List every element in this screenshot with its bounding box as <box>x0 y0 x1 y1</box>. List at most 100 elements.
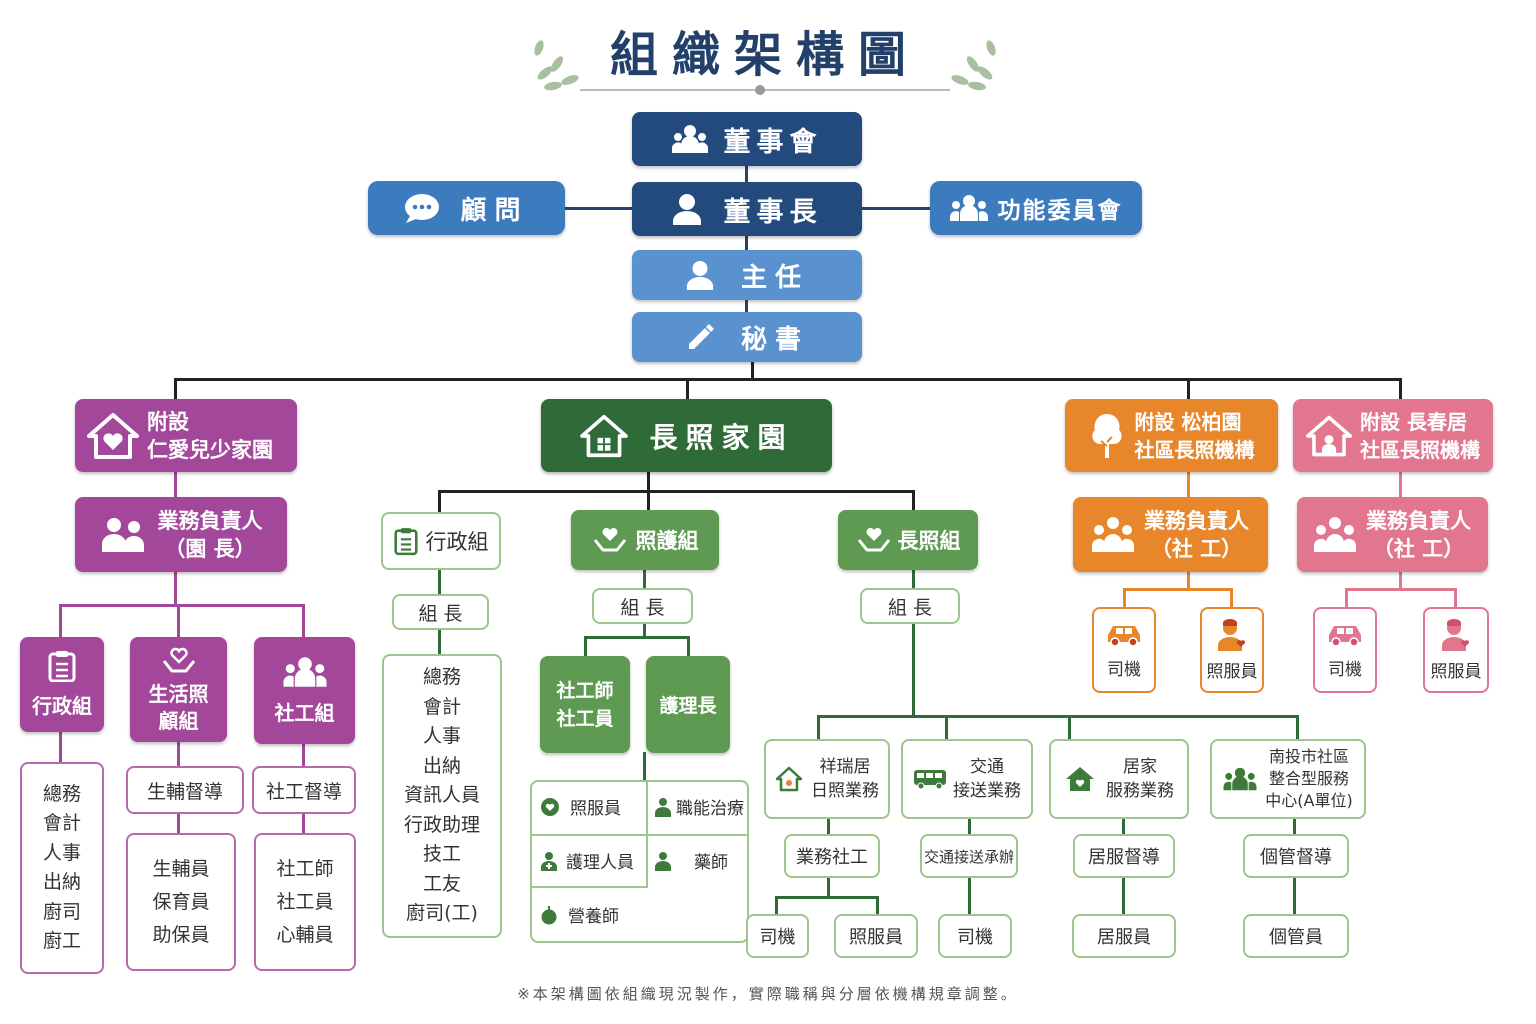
ltc-group[interactable]: 長照組 <box>838 510 978 570</box>
renai-life-lead[interactable]: 生輔督導 <box>126 766 244 814</box>
unit-transport-label-2: 接送業務 <box>953 781 1021 801</box>
people-icon <box>1092 516 1134 552</box>
list-item: 廚工 <box>42 930 81 952</box>
changchun-caregiver[interactable]: 照服員 <box>1423 607 1489 693</box>
changchun-driver[interactable]: 司機 <box>1313 607 1377 693</box>
laurel-icon <box>534 40 996 95</box>
heart-hands-icon <box>162 647 195 672</box>
pharmacist-icon <box>655 851 671 871</box>
list-item: 總務 <box>422 666 461 689</box>
unit-home-service-staff[interactable]: 居服員 <box>1072 914 1176 958</box>
changchun-node[interactable]: 附設 長春居 社區長照機構 <box>1293 399 1493 472</box>
unit-transport-driver[interactable]: 司機 <box>938 914 1012 958</box>
renai-life-label-1: 生活照 <box>148 681 209 706</box>
social-worker-label-2: 社工員 <box>556 707 614 730</box>
unit-transport-label-1: 交通 <box>970 757 1004 777</box>
unit-home-service[interactable]: 居家 服務業務 <box>1049 739 1189 819</box>
staff-cell-nurse: 護理人員 <box>540 848 634 873</box>
changchun-head-line2: （社 工） <box>1372 536 1465 561</box>
unit-day-care-driver[interactable]: 司機 <box>746 914 809 958</box>
chairman-node[interactable]: 董事長 <box>632 182 862 236</box>
social-worker-node[interactable]: 社工師 社工員 <box>540 656 630 753</box>
committee-label: 功能委員會 <box>997 198 1123 224</box>
head-nurse-node[interactable]: 護理長 <box>646 656 730 753</box>
social-worker-label-1: 社工師 <box>556 679 614 702</box>
ltc-admin-staff-list: 總務 會計 人事 出納 資訊人員 行政助理 技工 工友 廚司(工) <box>382 654 502 938</box>
advisor-node[interactable]: 顧問 <box>368 181 565 235</box>
unit-home-service-label-1: 居家 <box>1123 757 1157 777</box>
ltc-group-leader[interactable]: 組 長 <box>860 588 960 624</box>
nurse-icon <box>541 851 557 871</box>
chairman-label: 董事長 <box>723 196 823 228</box>
apple-icon <box>541 905 557 924</box>
unit-integrated-staff[interactable]: 個管員 <box>1243 914 1349 958</box>
advisor-label: 顧問 <box>460 195 529 226</box>
songbo-driver-label: 司機 <box>1107 659 1141 680</box>
list-item: 人事 <box>42 841 81 864</box>
director-node[interactable]: 主任 <box>632 250 862 300</box>
home-icon <box>1306 415 1352 456</box>
list-item: 技工 <box>422 843 461 866</box>
unit-day-care[interactable]: 祥瑞居 日照業務 <box>764 739 890 819</box>
songbo-name-line1: 附設 松柏園 <box>1134 409 1242 434</box>
ltc-group-label: 長照組 <box>897 529 961 553</box>
person-icon <box>686 260 714 290</box>
list-item: 助保員 <box>152 923 210 946</box>
songbo-caregiver[interactable]: 照服員 <box>1200 607 1264 693</box>
list-item: 社工員 <box>276 890 334 913</box>
ltc-admin-group[interactable]: 行政組 <box>381 512 501 570</box>
renai-admin-staff-list: 總務 會計 人事 出納 廚司 廚工 <box>20 762 104 974</box>
list-item: 會計 <box>42 812 81 834</box>
renai-life-care-group[interactable]: 生活照 顧組 <box>130 637 227 742</box>
changchun-head-node[interactable]: 業務負責人 （社 工） <box>1297 497 1488 572</box>
songbo-head-node[interactable]: 業務負責人 （社 工） <box>1073 497 1268 572</box>
unit-integrated-lead[interactable]: 個管督導 <box>1243 834 1349 878</box>
pencil-icon <box>688 324 714 349</box>
list-item: 工友 <box>422 872 461 895</box>
ltc-care-leader[interactable]: 組 長 <box>592 588 693 624</box>
unit-integrated-label-1: 南投市社區 <box>1268 747 1349 766</box>
renai-head-node[interactable]: 業務負責人 （園 長） <box>75 497 287 572</box>
list-item: 總務 <box>42 782 81 805</box>
renai-social-lead[interactable]: 社工督導 <box>252 766 356 814</box>
list-item: 保育員 <box>152 890 210 913</box>
songbo-driver[interactable]: 司機 <box>1092 607 1156 693</box>
clipboard-icon <box>393 528 418 556</box>
home-icon <box>580 414 629 457</box>
list-item: 資訊人員 <box>403 784 480 807</box>
heart-hands-icon <box>857 527 890 552</box>
committee-node[interactable]: 功能委員會 <box>930 181 1142 235</box>
changchun-head-line1: 業務負責人 <box>1366 508 1471 533</box>
renai-social-group[interactable]: 社工組 <box>254 637 355 744</box>
ltc-care-group[interactable]: 照護組 <box>571 510 719 570</box>
list-item: 護理人員 <box>566 853 634 873</box>
unit-home-service-lead[interactable]: 居服督導 <box>1073 834 1175 878</box>
group-icon <box>671 125 708 153</box>
unit-day-care-caregiver[interactable]: 照服員 <box>834 914 918 958</box>
list-item: 廚司(工) <box>406 902 478 925</box>
unit-transport-lead[interactable]: 交通接送承辦 <box>920 834 1018 878</box>
person-icon <box>655 797 671 817</box>
unit-day-care-lead[interactable]: 業務社工 <box>784 834 880 878</box>
renai-head-line1: 業務負責人 <box>157 508 263 533</box>
list-item: 生輔員 <box>152 857 210 880</box>
unit-day-care-label-2: 日照業務 <box>811 781 879 801</box>
renai-home-node[interactable]: 附設 仁愛兒少家園 <box>75 399 297 472</box>
songbo-node[interactable]: 附設 松柏園 社區長照機構 <box>1065 399 1278 472</box>
unit-transport[interactable]: 交通 接送業務 <box>901 739 1033 819</box>
footnote: ※本架構圖依組織現況製作，實際職稱與分層依機構規章調整。 <box>517 984 1019 1003</box>
unit-integrated-center[interactable]: 南投市社區 整合型服務 中心(A單位) <box>1210 739 1366 819</box>
unit-day-care-label-1: 祥瑞居 <box>819 757 871 777</box>
list-item: 行政助理 <box>403 813 480 836</box>
renai-name-line1: 附設 <box>147 409 189 434</box>
ltc-admin-leader[interactable]: 組 長 <box>392 594 489 630</box>
changchun-name-line1: 附設 長春居 <box>1360 409 1467 434</box>
tree-icon <box>1091 413 1122 458</box>
ltc-home-node[interactable]: 長照家園 <box>541 399 832 472</box>
secretary-node[interactable]: 秘書 <box>632 312 862 362</box>
list-item: 社工師 <box>276 857 334 880</box>
board-node[interactable]: 董事會 <box>632 112 862 166</box>
renai-admin-group[interactable]: 行政組 <box>20 637 104 732</box>
home-icon <box>1066 767 1094 791</box>
board-label: 董事會 <box>723 126 823 158</box>
